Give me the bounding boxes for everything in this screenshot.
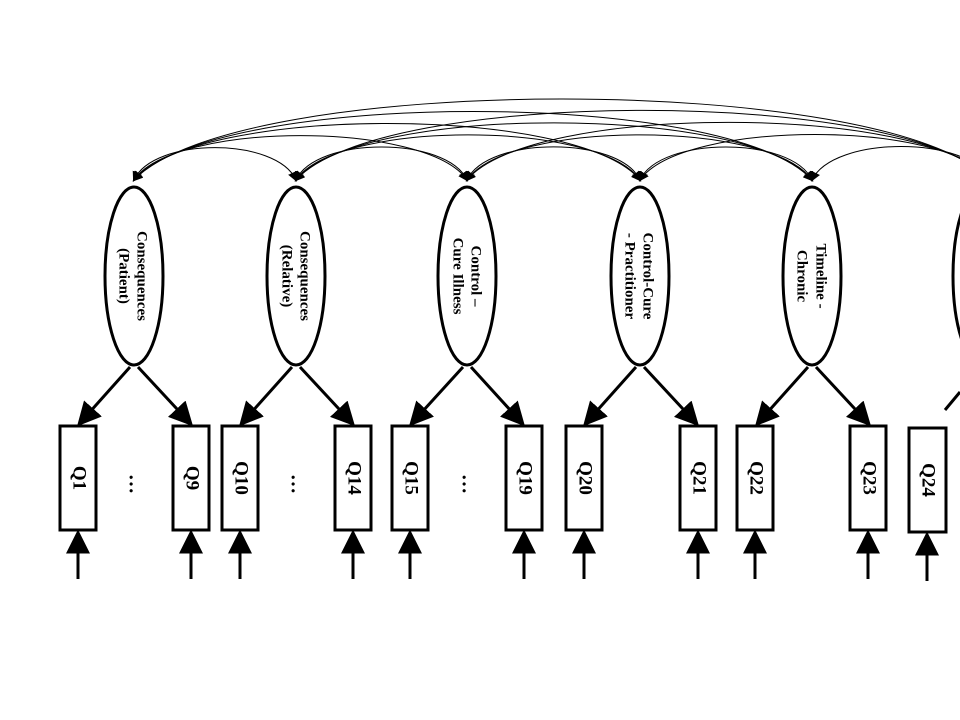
factor-ellipse [951,212,960,340]
ellipsis-q15-q19: … [457,474,479,494]
factor-timeline-chronic: Timeline - Chronic [781,185,843,367]
indicator-q21: Q21 [678,424,718,532]
indicator-q14: Q14 [333,424,373,532]
loading-arrow [239,366,294,427]
factor-control-cure-practitioner: Control-Cure - Practitioner [609,185,671,367]
factor-ellipse [103,185,165,367]
loading-arrow [755,366,810,427]
loading-arrow [136,365,194,427]
indicator-q15: Q15 [390,424,430,532]
factor-consequences-patient: Consequences (Patient) [103,185,165,367]
loading-arrow [298,365,356,427]
loading-arrow [469,365,526,427]
loading-arrow [943,391,960,411]
factor-label-line-1: Consequences [134,231,150,321]
correlation-arc [294,109,960,182]
indicator-label: Q24 [918,463,939,497]
indicator-q24: Q24 [907,426,948,534]
indicator-box [504,424,544,532]
observed-indicators: Q1 Q9 Q10 Q14 Q15 Q19 Q20 Q21 [58,424,948,534]
factor-label-line-2: (Patient) [116,248,132,304]
indicator-label: Q15 [401,461,422,495]
loading-arrow [642,365,700,427]
indicator-q1: Q1 [58,424,98,532]
indicator-label: Q14 [344,461,365,495]
indicator-box [333,424,373,532]
loading-arrow [408,365,465,427]
factor-correlation-arcs [132,98,960,182]
indicator-label: Q1 [69,466,90,490]
factor-label-line-2: (Relative) [279,245,295,307]
indicator-q23: Q23 [848,424,888,532]
factor-control-cure-illness: Control – Cure Illness [436,185,498,367]
indicator-label: Q21 [689,461,710,495]
factor-partially-visible [951,212,960,340]
indicator-label: Q23 [859,461,880,495]
indicator-q10: Q10 [220,424,260,532]
loading-arrow [77,366,132,427]
ellipsis-q10-q14: … [286,474,308,494]
latent-factors: Consequences (Patient) Consequences (Rel… [103,185,960,367]
indicator-box [678,424,718,532]
factor-ellipse [781,185,843,367]
factor-label-line-2: - Practitioner [622,233,638,320]
factor-loading-arrows [77,365,960,427]
correlation-arc [132,98,960,182]
factor-ellipse [265,185,327,367]
ellipsis-separators: … … … [124,474,479,494]
error-arrows [66,529,939,581]
correlation-arc [132,123,642,182]
indicator-label: Q19 [515,461,536,495]
loading-arrow [583,366,638,427]
correlation-arc [465,146,642,182]
factor-label-line-1: Timeline - [813,243,829,308]
factor-ellipse [436,185,498,367]
indicator-q19: Q19 [504,424,544,532]
factor-label-line-1: Control-Cure [640,233,656,320]
correlation-arc [294,146,469,182]
correlation-arc [132,110,814,182]
correlation-arc [638,146,814,182]
correlation-arc [294,134,642,182]
correlation-arc [810,146,960,182]
factor-consequences-relative: Consequences (Relative) [265,185,327,367]
correlation-arc [465,134,814,182]
indicator-q20: Q20 [564,424,604,532]
correlation-arc [465,121,960,182]
indicator-box [171,424,211,532]
indicator-label: Q22 [746,461,767,495]
factor-label-line-1: Control – [468,246,484,307]
indicator-label: Q9 [182,466,203,490]
factor-ellipse [609,185,671,367]
ellipsis-q1-q9: … [124,474,146,494]
correlation-arc [638,134,960,182]
factor-label-line-2: Cure Illness [450,238,466,315]
indicator-label: Q20 [575,461,596,495]
loading-arrow [814,365,872,427]
indicator-q9: Q9 [171,424,211,532]
correlation-arc [294,122,814,182]
indicator-q22: Q22 [735,424,775,532]
indicator-label: Q10 [231,461,252,495]
factor-label-line-1: Consequences [297,231,313,321]
correlation-arc [132,147,298,182]
factor-label-line-2: Chronic [794,250,810,303]
